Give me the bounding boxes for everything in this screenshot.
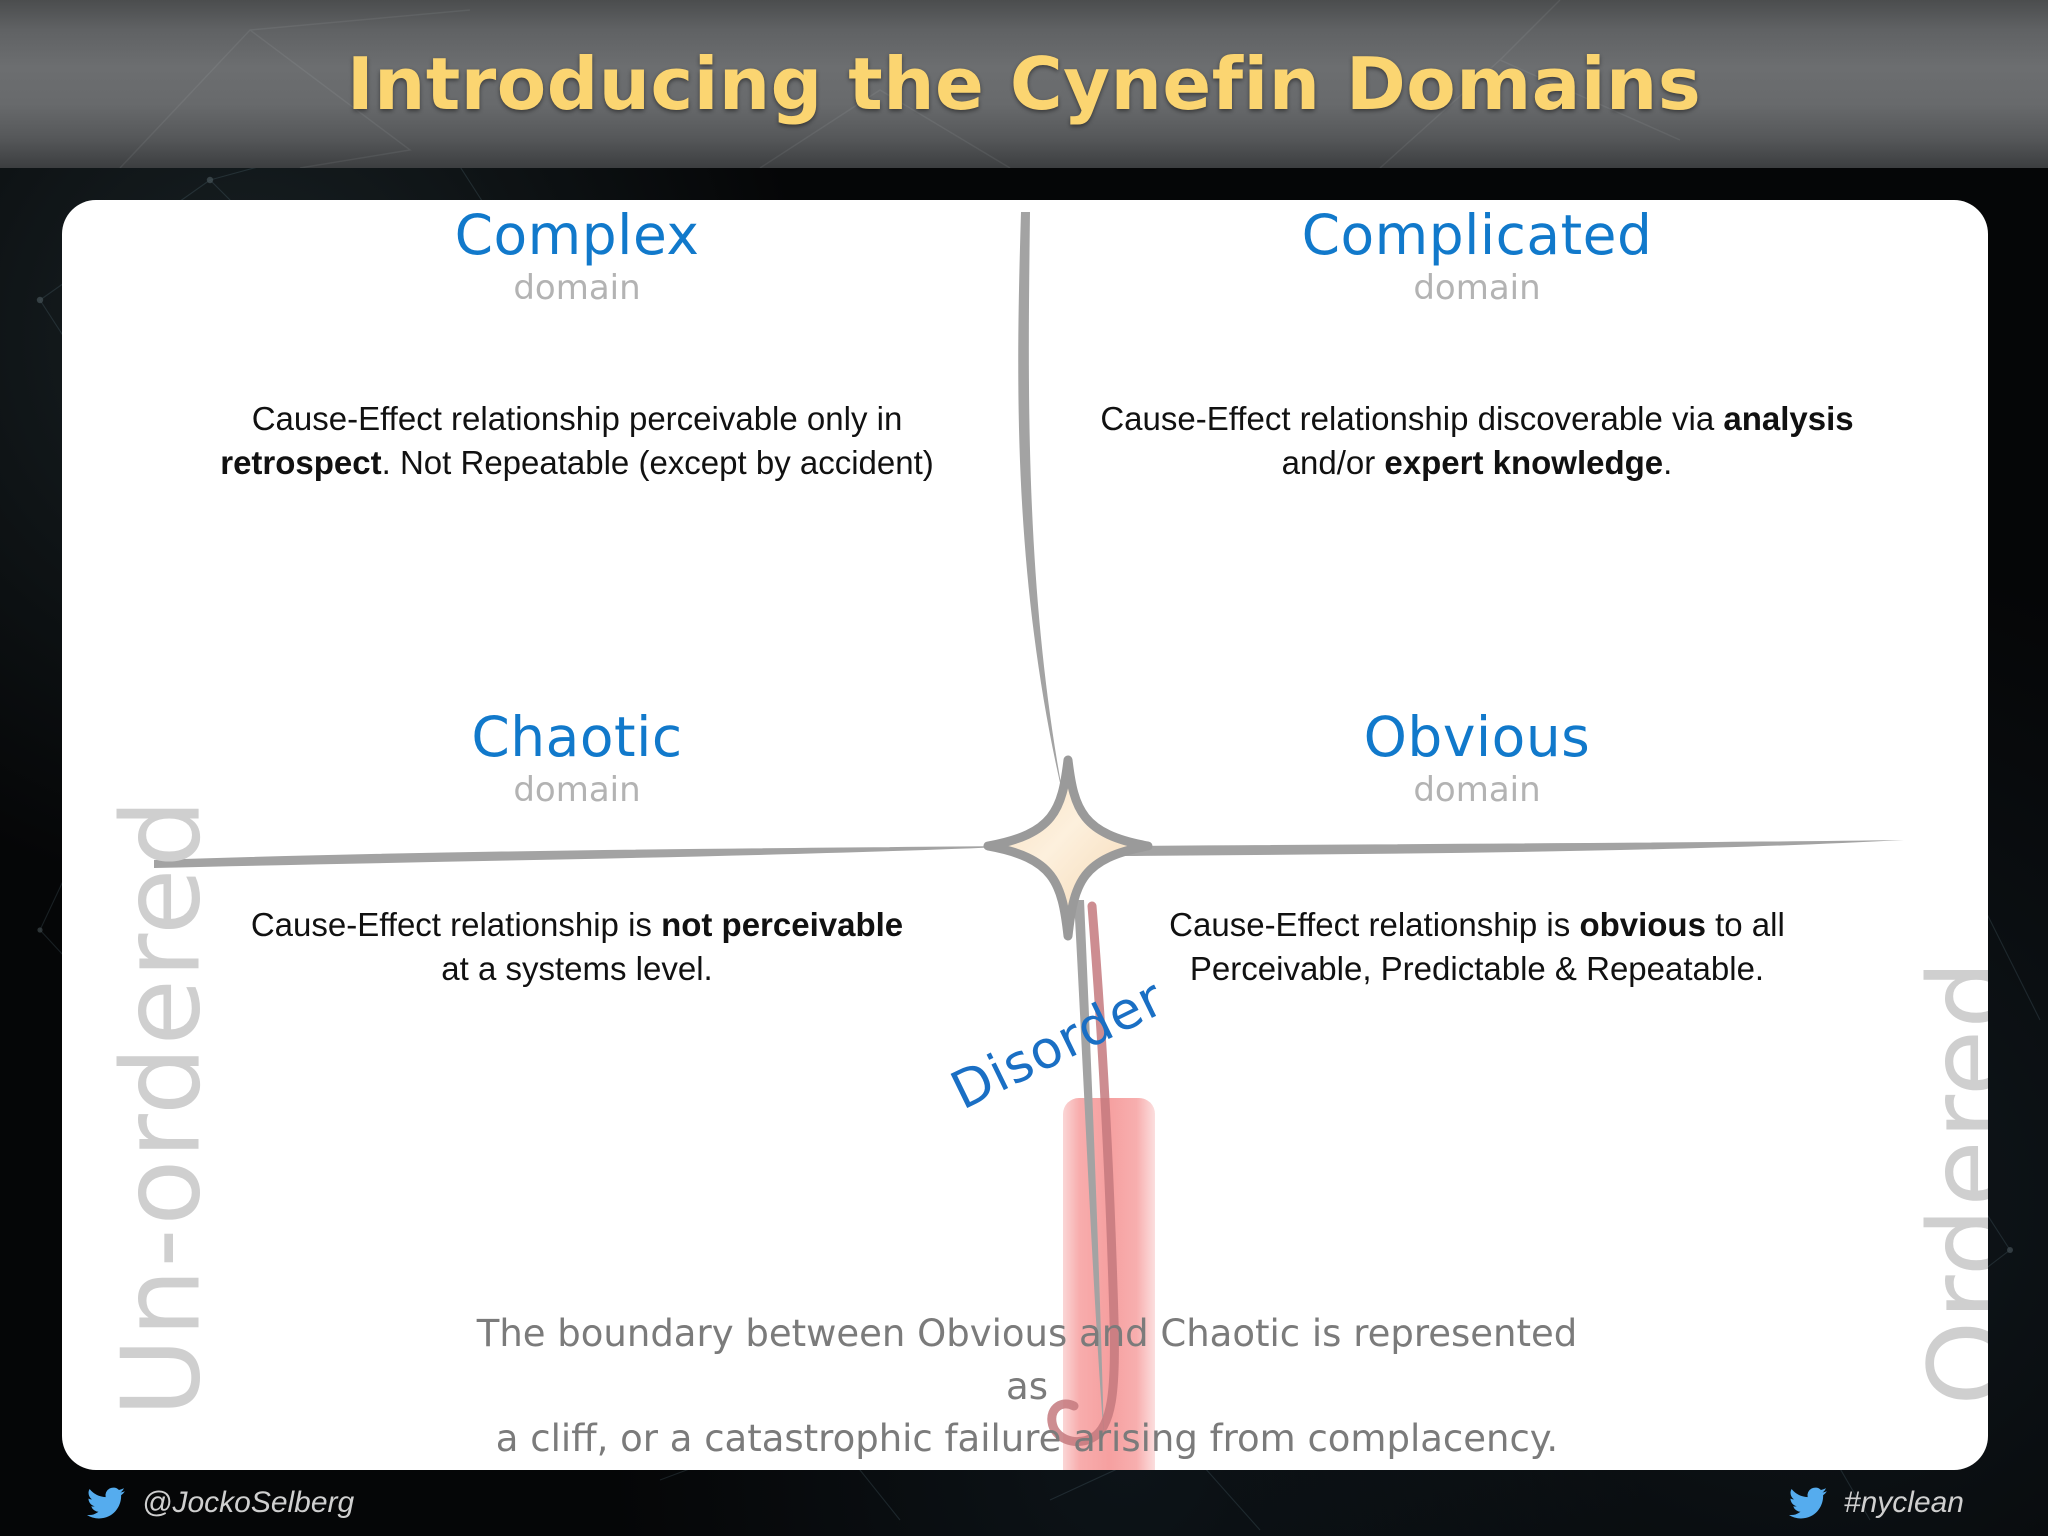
- cliff-caption-line-1: The boundary between Obvious and Chaotic…: [476, 1312, 1578, 1408]
- quadrant-obvious: Obvious domain Cause-Effect relationship…: [1082, 710, 1872, 990]
- complex-subtitle: domain: [513, 268, 641, 308]
- twitter-bird-icon: [87, 1487, 125, 1519]
- obvious-subtitle: domain: [1413, 770, 1541, 810]
- complicated-subtitle: domain: [1413, 268, 1541, 308]
- chaotic-body: Cause-Effect relationship is not perceiv…: [250, 906, 904, 987]
- twitter-handle-left[interactable]: @JockoSelberg: [84, 1484, 354, 1522]
- obvious-body: Cause-Effect relationship is obvious to …: [1169, 906, 1785, 987]
- vertical-divider-top: [1018, 212, 1064, 800]
- complicated-title: Complicated: [1301, 203, 1653, 267]
- header-banner: Introducing the Cynefin Domains: [0, 0, 2048, 168]
- quadrant-complicated: Complicated domain Cause-Effect relation…: [1082, 208, 1872, 484]
- content-card: Complex domain Cause-Effect relationship…: [62, 200, 1988, 1470]
- chaotic-subtitle: domain: [513, 770, 641, 810]
- quadrant-chaotic: Chaotic domain Cause-Effect relationship…: [182, 710, 972, 990]
- axis-label-unordered: Un-ordered: [99, 797, 225, 1418]
- complex-title: Complex: [454, 203, 700, 267]
- complicated-body: Cause-Effect relationship discoverable v…: [1100, 400, 1854, 481]
- complex-body: Cause-Effect relationship perceivable on…: [220, 400, 934, 481]
- twitter-hashtag-right[interactable]: #nyclean: [1786, 1484, 1964, 1522]
- quadrant-complex: Complex domain Cause-Effect relationship…: [182, 208, 972, 484]
- axis-label-ordered: Ordered: [1906, 959, 1989, 1406]
- twitter-handle-left-text: @JockoSelberg: [142, 1486, 355, 1519]
- cliff-caption-line-2: a cliff, or a catastrophic failure arisi…: [495, 1417, 1559, 1461]
- twitter-hashtag-right-text: #nyclean: [1843, 1486, 1964, 1519]
- chaotic-title: Chaotic: [471, 705, 683, 769]
- footer-bar: @JockoSelberg #nyclean: [0, 1470, 2048, 1536]
- twitter-bird-icon: [1788, 1487, 1827, 1519]
- cliff-caption: The boundary between Obvious and Chaotic…: [462, 1308, 1592, 1466]
- obvious-title: Obvious: [1363, 705, 1591, 769]
- page-title: Introducing the Cynefin Domains: [346, 42, 1702, 126]
